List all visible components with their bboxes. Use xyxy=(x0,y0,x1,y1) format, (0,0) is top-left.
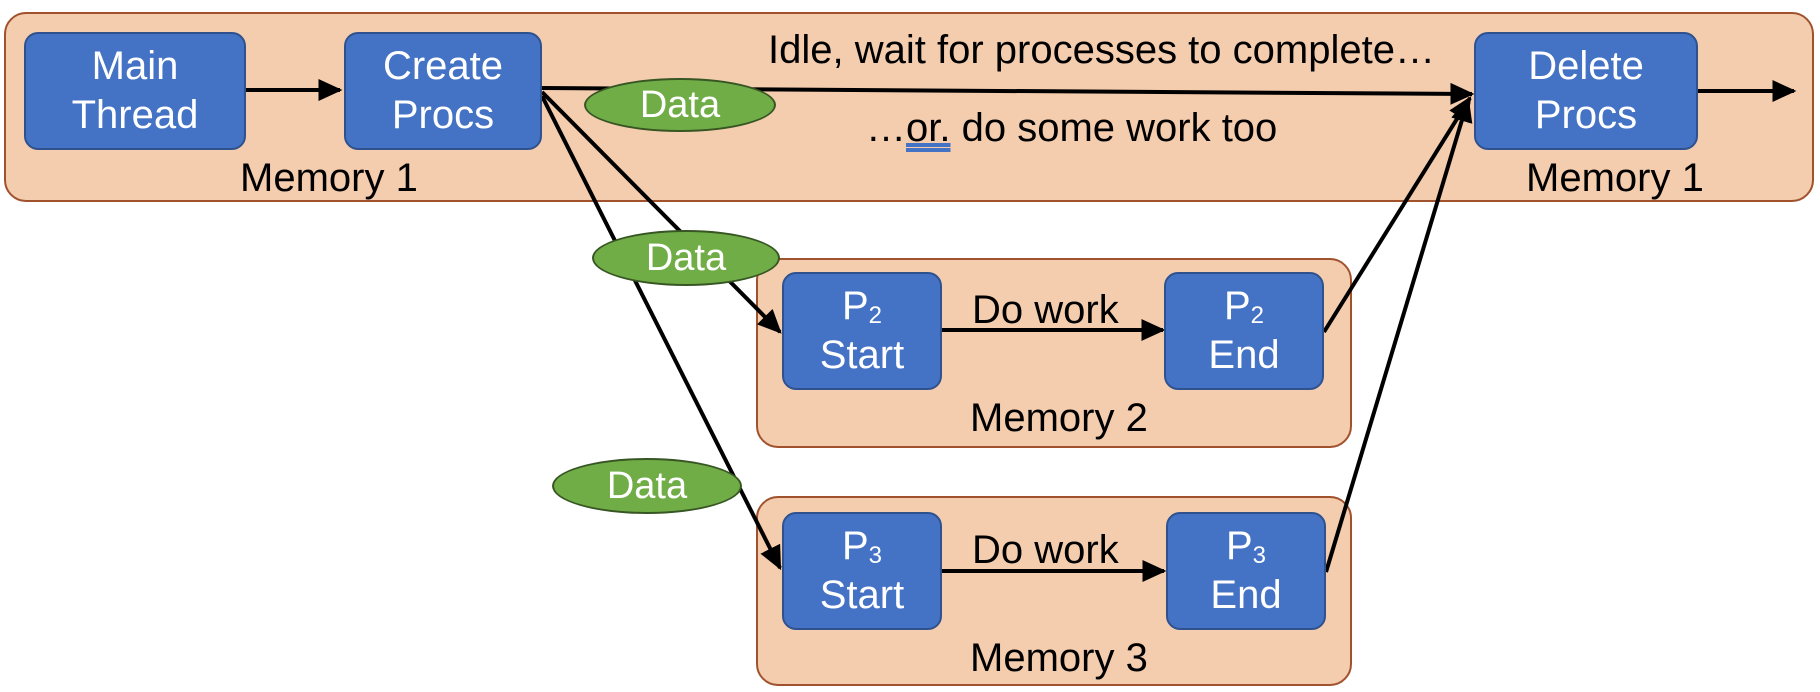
p2-start-node: P2 Start xyxy=(782,272,942,390)
p3-end-letter: P xyxy=(1225,524,1253,569)
p2-end-subscript: 2 xyxy=(1250,302,1265,330)
or-work-label: …or. do some work too xyxy=(866,108,1277,148)
p2-do-work-label: Do work xyxy=(972,288,1119,332)
p2-end-title: P2 xyxy=(1224,282,1264,331)
p3-end-title: P3 xyxy=(1226,522,1266,571)
p2-end-node: P2 End xyxy=(1164,272,1324,390)
p3-start-letter: P xyxy=(841,524,869,569)
p2-start-label: Start xyxy=(819,333,905,377)
data-tag-middle: Data xyxy=(592,230,780,286)
idle-label: Idle, wait for processes to complete… xyxy=(768,28,1435,72)
memory-1-left-label: Memory 1 xyxy=(240,156,418,200)
delete-procs-line1: Delete xyxy=(1528,44,1644,89)
memory-1-right-label: Memory 1 xyxy=(1526,156,1704,200)
p2-start-letter: P xyxy=(841,284,869,329)
data-tag-bottom: Data xyxy=(552,458,742,514)
main-thread-line1: Main xyxy=(91,44,179,89)
p3-start-label: Start xyxy=(819,573,905,617)
p2-start-title: P2 xyxy=(842,282,882,331)
p3-start-node: P3 Start xyxy=(782,512,942,630)
delete-procs-line2: Procs xyxy=(1534,93,1638,137)
p2-start-subscript: 2 xyxy=(868,302,883,330)
arrow-p3end-to-delete xyxy=(1324,97,1473,573)
p3-start-title: P3 xyxy=(842,522,882,571)
or-prefix: … xyxy=(866,106,906,150)
main-thread-line2: Thread xyxy=(71,93,199,137)
p2-end-label: End xyxy=(1208,333,1280,377)
or-rest: do some work too xyxy=(950,106,1278,150)
create-procs-node: Create Procs xyxy=(344,32,542,150)
p3-start-subscript: 3 xyxy=(868,542,883,570)
p3-do-work-label: Do work xyxy=(972,528,1119,572)
memory-2-label: Memory 2 xyxy=(970,396,1148,440)
create-procs-line1: Create xyxy=(382,44,504,89)
data-tag-top: Data xyxy=(584,78,776,132)
p3-end-node: P3 End xyxy=(1166,512,1326,630)
delete-procs-node: Delete Procs xyxy=(1474,32,1698,150)
arrow-create-to-p2 xyxy=(540,90,782,334)
p2-end-letter: P xyxy=(1223,284,1251,329)
or-word: or. xyxy=(906,106,951,150)
p3-end-subscript: 3 xyxy=(1252,542,1267,570)
create-procs-line2: Procs xyxy=(391,93,495,137)
memory-3-label: Memory 3 xyxy=(970,636,1148,680)
p3-end-label: End xyxy=(1210,573,1282,617)
arrow-p2end-to-delete xyxy=(1322,95,1472,334)
main-thread-node: Main Thread xyxy=(24,32,246,150)
